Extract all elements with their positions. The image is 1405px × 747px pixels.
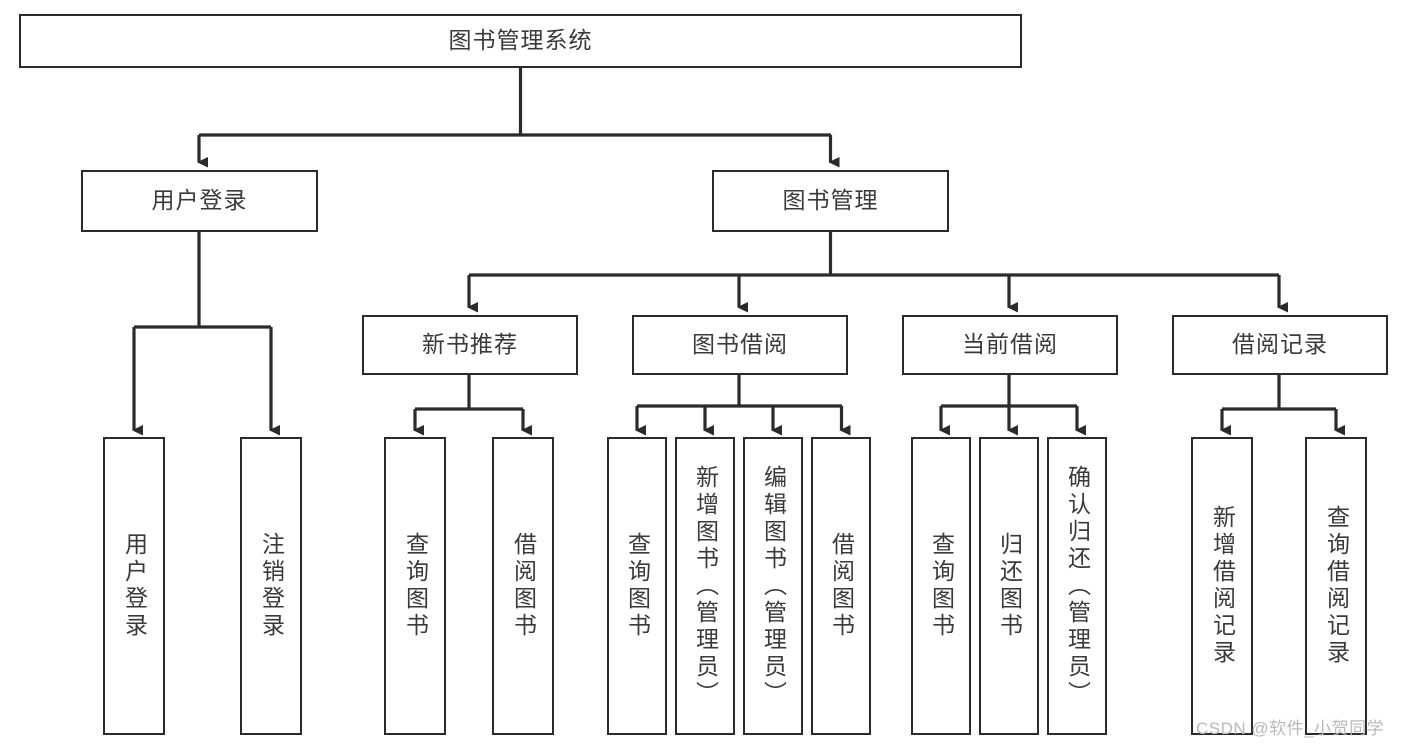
node-book-manage-label: 图书管理	[782, 187, 879, 214]
node-leaf-borrow-book-1[interactable]: 借阅图书	[492, 437, 554, 735]
node-leaf-query-record-label: 查询借阅记录	[1323, 505, 1350, 667]
node-leaf-confirm-return-label: 确认归还（管理员）	[1064, 464, 1091, 708]
node-leaf-borrow-book-2-label: 借阅图书	[828, 532, 855, 640]
node-leaf-add-record[interactable]: 新增借阅记录	[1191, 437, 1253, 735]
node-leaf-query-book-2[interactable]: 查询图书	[607, 437, 667, 735]
node-leaf-query-book-2-label: 查询图书	[624, 532, 651, 640]
node-leaf-user-login[interactable]: 用户登录	[103, 437, 165, 735]
node-leaf-user-login-label: 用户登录	[121, 532, 148, 640]
node-user-login-label: 用户登录	[151, 187, 248, 214]
node-leaf-edit-book-label: 编辑图书（管理员）	[760, 464, 787, 708]
node-book-borrow-label: 图书借阅	[692, 331, 788, 358]
node-new-book-rec-label: 新书推荐	[422, 331, 518, 358]
node-book-borrow[interactable]: 图书借阅	[632, 315, 848, 375]
node-leaf-query-book-1[interactable]: 查询图书	[384, 437, 446, 735]
node-leaf-query-record[interactable]: 查询借阅记录	[1305, 437, 1367, 735]
node-leaf-query-book-3[interactable]: 查询图书	[911, 437, 971, 735]
node-leaf-edit-book[interactable]: 编辑图书（管理员）	[743, 437, 803, 735]
node-leaf-add-book-label: 新增图书（管理员）	[692, 464, 719, 708]
node-user-login[interactable]: 用户登录	[81, 170, 318, 232]
node-leaf-logout-label: 注销登录	[258, 532, 285, 640]
node-new-book-rec[interactable]: 新书推荐	[362, 315, 578, 375]
node-leaf-confirm-return[interactable]: 确认归还（管理员）	[1047, 437, 1107, 735]
node-current-borrow[interactable]: 当前借阅	[902, 315, 1118, 375]
node-leaf-query-book-1-label: 查询图书	[402, 532, 429, 640]
node-borrow-record-label: 借阅记录	[1232, 331, 1328, 358]
node-root-label: 图书管理系统	[448, 27, 593, 54]
node-leaf-query-book-3-label: 查询图书	[928, 532, 955, 640]
node-leaf-borrow-book-2[interactable]: 借阅图书	[811, 437, 871, 735]
node-leaf-return-book-label: 归还图书	[996, 532, 1023, 640]
node-root[interactable]: 图书管理系统	[19, 14, 1022, 68]
node-leaf-return-book[interactable]: 归还图书	[979, 437, 1039, 735]
node-borrow-record[interactable]: 借阅记录	[1172, 315, 1388, 375]
node-book-manage[interactable]: 图书管理	[712, 170, 949, 232]
node-leaf-borrow-book-1-label: 借阅图书	[510, 532, 537, 640]
node-leaf-logout[interactable]: 注销登录	[240, 437, 302, 735]
node-leaf-add-book[interactable]: 新增图书（管理员）	[675, 437, 735, 735]
node-leaf-add-record-label: 新增借阅记录	[1209, 505, 1236, 667]
node-current-borrow-label: 当前借阅	[962, 331, 1058, 358]
